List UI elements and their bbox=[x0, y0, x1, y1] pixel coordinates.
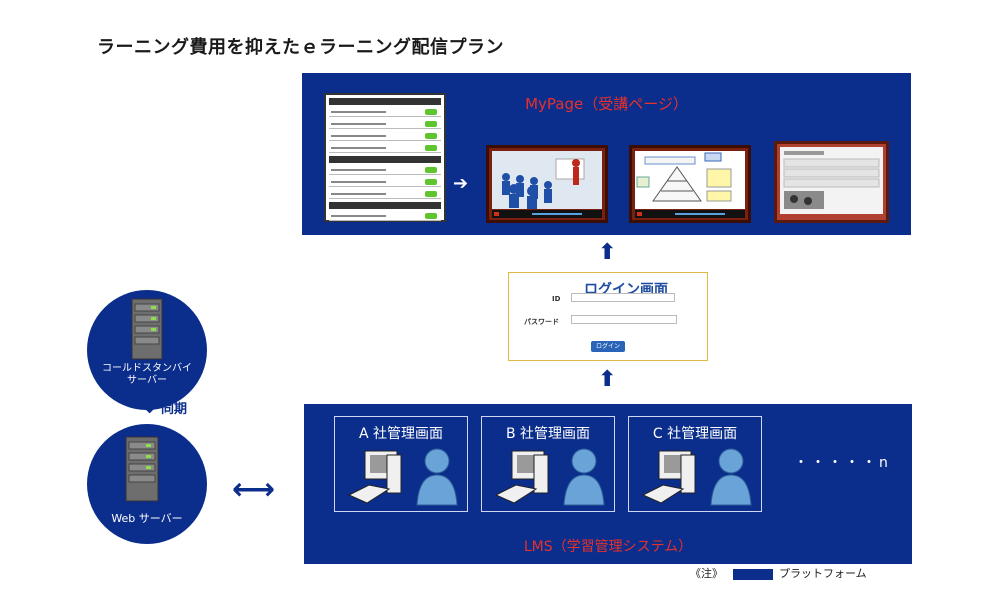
company-c-label: C 社管理画面 bbox=[652, 426, 738, 442]
legend-label: プラットフォーム bbox=[779, 567, 867, 580]
id-label: ID bbox=[552, 295, 561, 303]
standby-label-line1: コールドスタンバイ bbox=[102, 363, 192, 374]
password-label: パスワード bbox=[524, 318, 559, 326]
sync-label: ⬍ 同期 bbox=[143, 398, 187, 417]
company-a-label: A 社管理画面 bbox=[358, 426, 444, 442]
player-controls bbox=[492, 210, 602, 218]
more-companies-ellipsis: ・・・・・n bbox=[794, 455, 891, 471]
web-server-label: Web サーバー bbox=[111, 512, 183, 525]
id-input[interactable] bbox=[571, 293, 675, 302]
video-player-thumbnail-2 bbox=[629, 145, 751, 223]
legend-note: 《注》 bbox=[690, 567, 723, 580]
lms-panel: A 社管理画面 B 社管理画面 C 社管理画面 bbox=[304, 404, 912, 564]
company-a-admin: A 社管理画面 bbox=[334, 416, 468, 512]
legend-swatch bbox=[733, 568, 773, 580]
standby-label-line2: サーバー bbox=[127, 375, 167, 386]
legend: 《注》 プラットフォーム bbox=[690, 565, 867, 581]
company-b-admin: B 社管理画面 bbox=[481, 416, 615, 512]
quiz-page-icon bbox=[780, 147, 883, 213]
slide-diagram-icon bbox=[635, 151, 745, 209]
left-right-arrow-icon: ⟷ bbox=[232, 472, 276, 507]
company-c-admin: C 社管理画面 bbox=[628, 416, 762, 512]
quiz-thumbnail bbox=[774, 141, 889, 223]
cold-standby-server: コールドスタンバイ サーバー bbox=[87, 290, 207, 410]
server-icon bbox=[131, 298, 163, 360]
page-title: ラーニング費用を抑えたｅラーニング配信プラン bbox=[97, 37, 504, 58]
computer-user-icon bbox=[494, 448, 605, 506]
arrow-right-icon: ➔ bbox=[453, 173, 469, 194]
updown-arrow-icon: ⬍ bbox=[143, 398, 157, 417]
web-server: Web サーバー bbox=[87, 424, 207, 544]
course-list-thumbnail bbox=[324, 93, 446, 222]
login-screen: ログイン画面 ID パスワード ログイン bbox=[508, 272, 708, 361]
login-button[interactable]: ログイン bbox=[591, 341, 625, 352]
mypage-title: MyPage（受講ページ） bbox=[525, 95, 688, 113]
sync-text: 同期 bbox=[160, 402, 187, 417]
arrow-up-icon: ⬆ bbox=[598, 367, 617, 392]
computer-user-icon bbox=[347, 448, 458, 506]
arrow-up-icon: ⬆ bbox=[598, 240, 617, 265]
lms-title: LMS（学習管理システム） bbox=[523, 539, 693, 555]
computer-user-icon bbox=[641, 448, 752, 506]
mypage-panel: MyPage（受講ページ） ➔ bbox=[302, 73, 911, 235]
video-player-thumbnail-1 bbox=[486, 145, 608, 223]
password-input[interactable] bbox=[571, 315, 677, 324]
server-icon bbox=[125, 436, 159, 502]
player-controls bbox=[635, 210, 745, 218]
company-b-label: B 社管理画面 bbox=[505, 426, 591, 442]
lecture-figures-icon bbox=[492, 151, 602, 209]
